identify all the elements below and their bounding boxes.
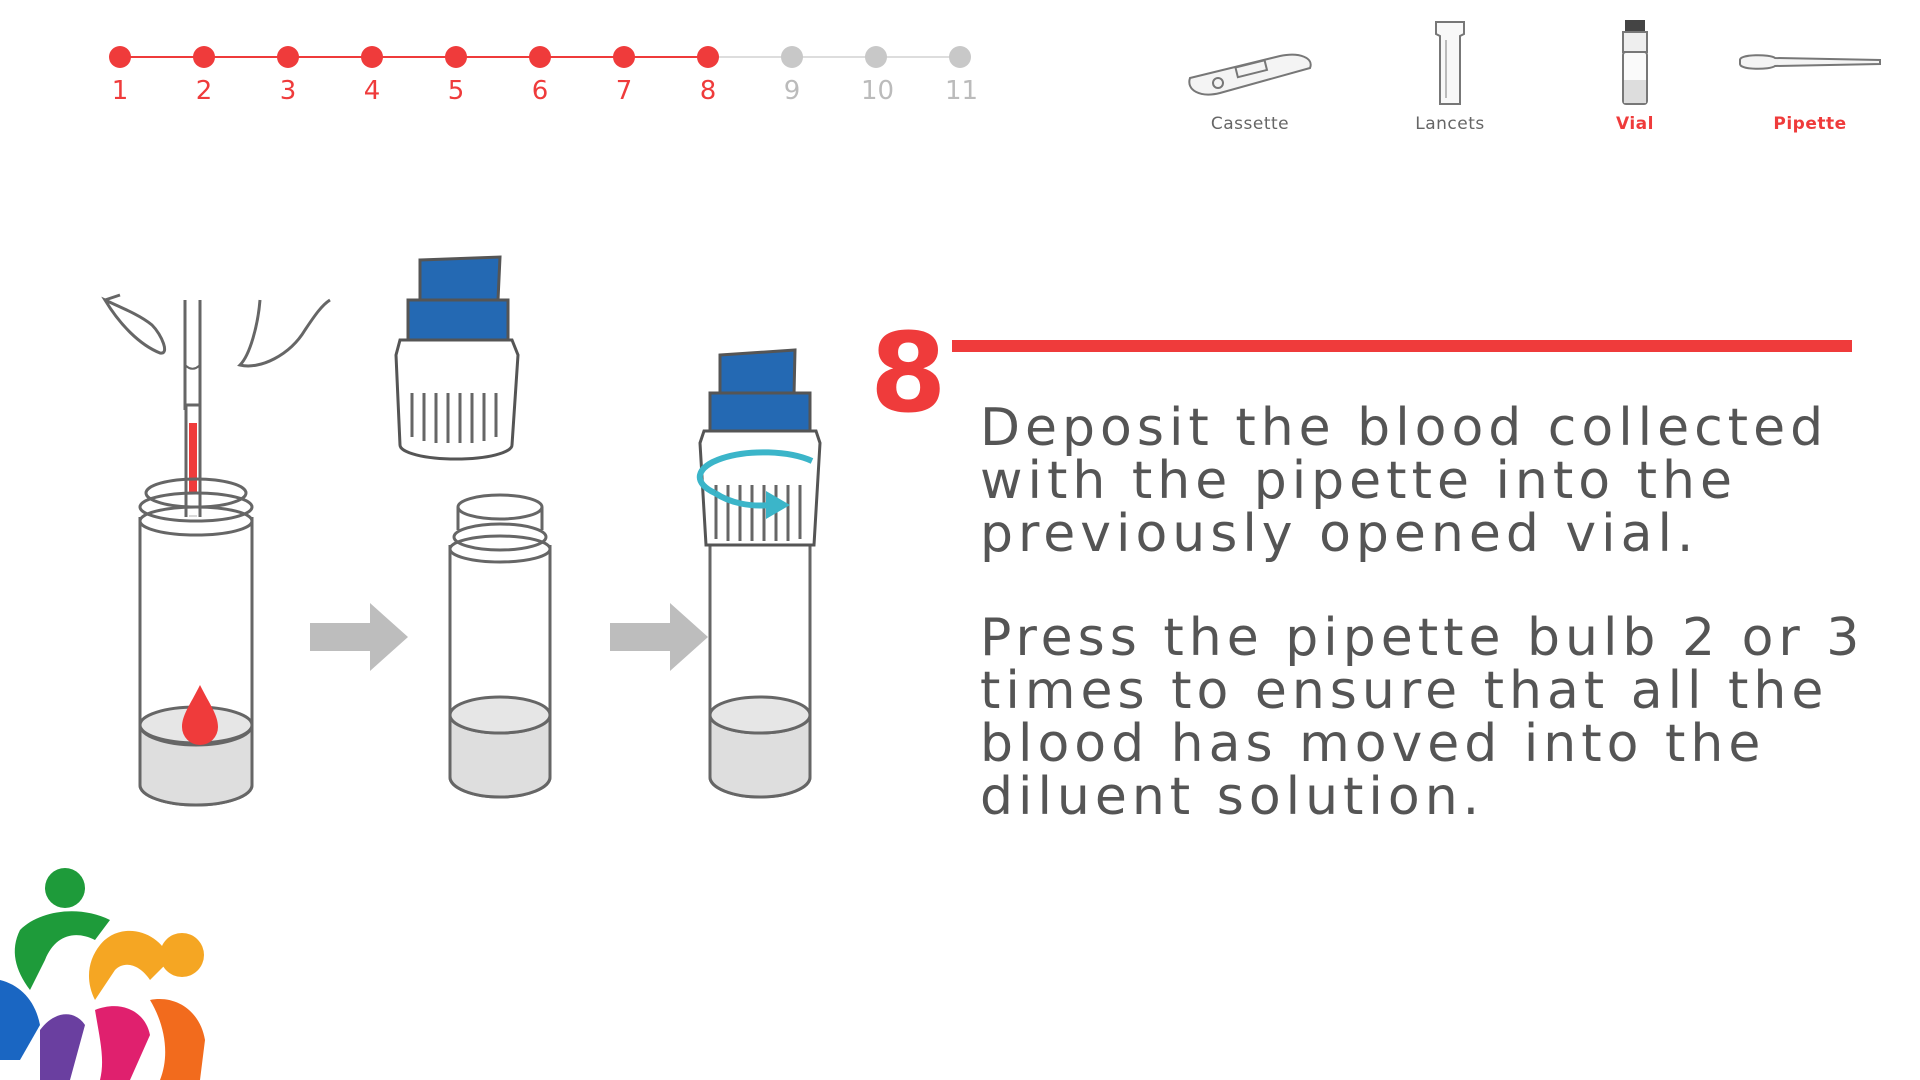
- progress-step: 3: [273, 46, 303, 106]
- progress-step-dot: [445, 46, 467, 68]
- progress-step-dot: [361, 46, 383, 68]
- open-vial: [448, 493, 552, 799]
- progress-step: 8: [693, 46, 723, 106]
- progress-step-dot: [613, 46, 635, 68]
- progress-step: 5: [441, 46, 471, 106]
- lancets-icon: [1370, 18, 1530, 108]
- step-number: 8: [870, 309, 947, 437]
- arrow-right-icon: [610, 603, 708, 671]
- organization-logo: [0, 868, 205, 1080]
- progress-track-active: [120, 56, 708, 58]
- progress-step: 6: [525, 46, 555, 106]
- arrow-right-icon: [310, 603, 408, 671]
- progress-step-number: 7: [615, 76, 633, 106]
- progress-step-dot: [697, 46, 719, 68]
- progress-step: 10: [861, 46, 895, 106]
- progress-step-number: 8: [699, 76, 717, 106]
- progress-step-dot: [193, 46, 215, 68]
- instruction-text: Deposit the blood collected with the pip…: [980, 398, 1829, 564]
- progress-step-number: 2: [195, 76, 213, 106]
- vial-with-pipette: [101, 293, 331, 807]
- progress-step-number: 4: [363, 76, 381, 106]
- progress-step-dot: [949, 46, 971, 68]
- progress-step-dot: [109, 46, 131, 68]
- rotate-arrow-icon: [696, 449, 814, 519]
- supply-label: Cassette: [1210, 114, 1290, 134]
- step-divider: [952, 340, 1852, 352]
- progress-step: 7: [609, 46, 639, 106]
- progress-step-dot: [781, 46, 803, 68]
- supplies-legend: Cassette Lancets Vial Pipette: [1170, 18, 1890, 148]
- supply-label: Vial: [1616, 114, 1654, 134]
- pipette-icon: [1730, 18, 1890, 108]
- progress-step: 4: [357, 46, 387, 106]
- progress-step-dot: [529, 46, 551, 68]
- cassette-icon: [1170, 18, 1330, 108]
- supply-item: Cassette: [1170, 18, 1330, 134]
- vial-icon: [1555, 18, 1715, 108]
- supply-item: Lancets: [1370, 18, 1530, 134]
- supply-label: Pipette: [1773, 114, 1847, 134]
- progress-step-number: 6: [531, 76, 549, 106]
- procedure-illustration: [101, 255, 822, 807]
- progress-step-number: 11: [945, 76, 979, 106]
- progress-step: 1: [105, 46, 135, 106]
- progress-step-number: 9: [783, 76, 801, 106]
- supply-item: Vial: [1555, 18, 1715, 134]
- progress-step: 2: [189, 46, 219, 106]
- capped-vial: [696, 348, 822, 799]
- progress-step-number: 3: [279, 76, 297, 106]
- progress-step-number: 5: [447, 76, 465, 106]
- progress-step-dot: [865, 46, 887, 68]
- vial-cap: [394, 255, 520, 461]
- progress-step-number: 10: [861, 76, 895, 106]
- instruction-text-2: Press the pipette bulb 2 or 3 times to e…: [980, 608, 1865, 827]
- supply-item: Pipette: [1730, 18, 1890, 134]
- supply-label: Lancets: [1415, 114, 1485, 134]
- progress-step-number: 1: [111, 76, 129, 106]
- progress-step: 9: [777, 46, 807, 106]
- progress-step-dot: [277, 46, 299, 68]
- progress-track-remaining: [708, 56, 960, 58]
- progress-stepper: 1 2 3 4 5 6 7 8 9 10 11: [100, 38, 980, 118]
- progress-step: 11: [945, 46, 979, 106]
